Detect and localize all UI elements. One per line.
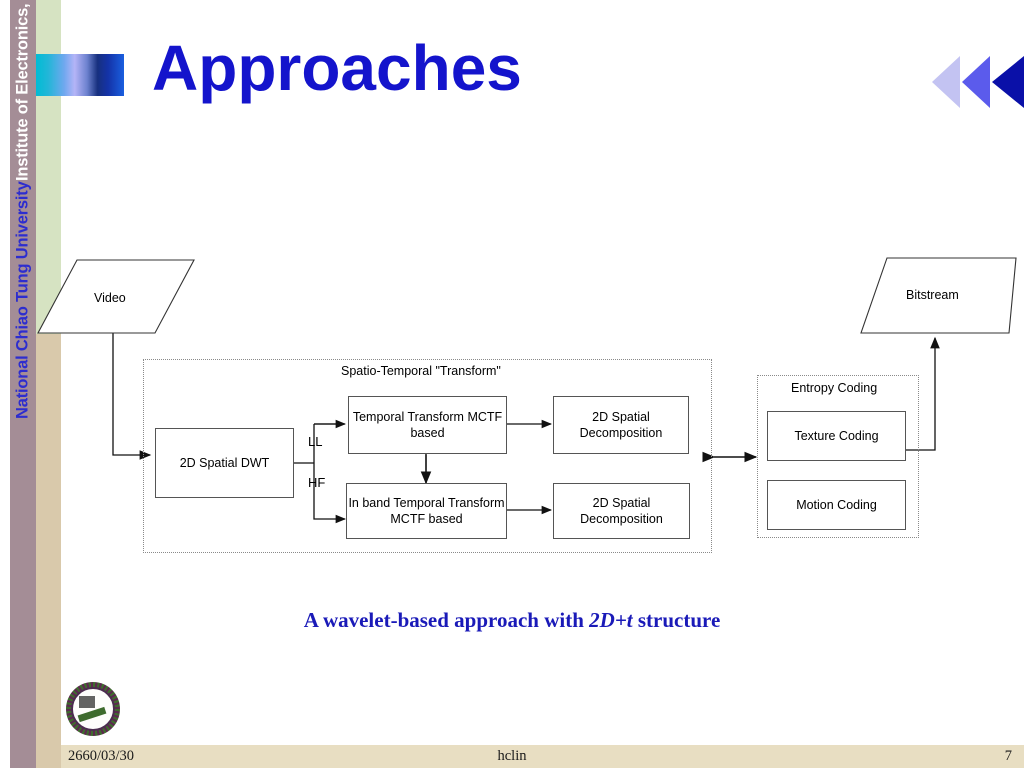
footer-band [61,745,1024,768]
sidebar-band-mauve [10,0,36,768]
block-2d-spatial-decomposition-upper[interactable]: 2D Spatial Decomposition [553,396,689,454]
caption-emphasis: 2D+t [589,608,633,632]
title-gradient-bar [36,54,124,96]
entropy-coding-group [757,375,919,538]
block-2d-spatial-dwt[interactable]: 2D Spatial DWT [155,428,294,498]
footer-page-number: 7 [1004,748,1012,764]
page-title: Approaches [152,32,522,104]
footer-author: hclin [497,748,527,764]
bitstream-output-label: Bitstream [906,288,959,302]
sidebar-institute-label: Institute of Electronics, [13,4,32,182]
sidebar-affiliation: Institute of Electronics, National Chiao… [10,0,36,660]
block-in-band-temporal-transform-mctf[interactable]: In band Temporal Transform MCTF based [346,483,507,539]
spatio-temporal-group-label: Spatio-Temporal "Transform" [341,364,501,378]
block-motion-coding[interactable]: Motion Coding [767,480,906,530]
back-arrows-icon [932,56,1024,108]
branch-label-ll: LL [308,434,323,449]
branch-label-hf: HF [308,475,326,490]
institute-emblem-logo [66,682,120,736]
sidebar-band-green [36,0,61,334]
caption-suffix: structure [632,608,721,632]
emblem-inner-graphic [71,687,115,731]
spatio-temporal-group [143,359,712,553]
sidebar-university-label: National Chiao Tung University [13,181,32,420]
block-texture-coding[interactable]: Texture Coding [767,411,906,461]
video-input-label: Video [94,291,126,305]
block-2d-spatial-decomposition-lower[interactable]: 2D Spatial Decomposition [553,483,690,539]
triangle-dark-icon [992,56,1024,108]
entropy-coding-group-label: Entropy Coding [791,381,878,395]
triangle-light-icon [932,56,960,108]
footer-date: 2660/03/30 [68,748,135,764]
triangle-mid-icon [962,56,990,108]
slide-caption: A wavelet-based approach with 2D+t struc… [0,608,1024,633]
sidebar-band-tan [36,334,61,768]
block-temporal-transform-mctf[interactable]: Temporal Transform MCTF based [348,396,507,454]
caption-prefix: A wavelet-based approach with [303,608,590,632]
